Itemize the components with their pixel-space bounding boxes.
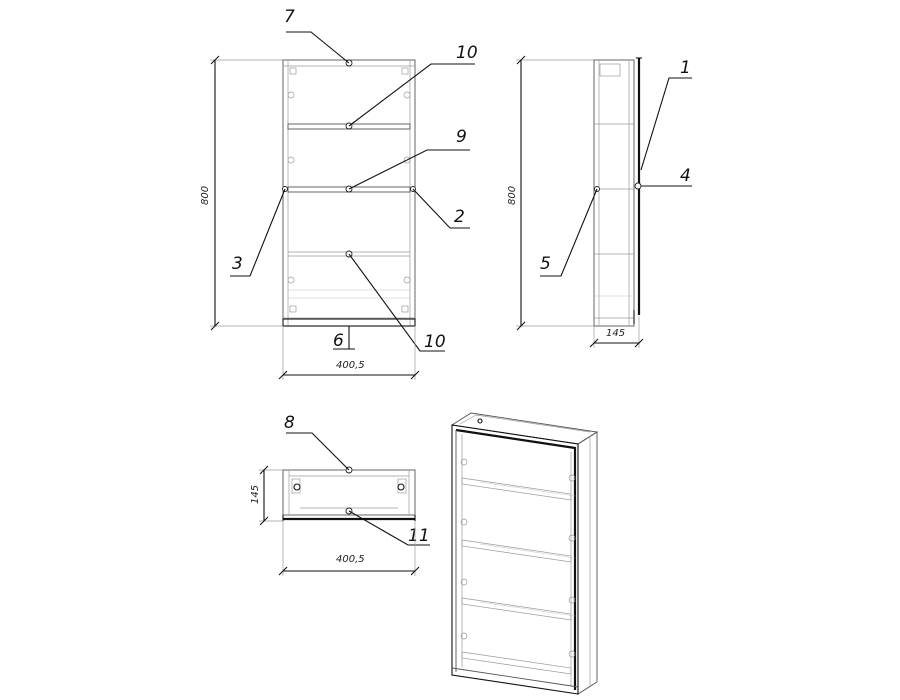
isometric-view xyxy=(450,412,599,695)
callout-7: 7 xyxy=(284,7,295,27)
front-cabinet-outline xyxy=(282,59,416,327)
side-view: 1 4 5 800 145 xyxy=(507,55,692,348)
callout-10-upper: 10 xyxy=(456,43,478,63)
callout-1: 1 xyxy=(680,58,691,78)
plan-depth-value: 145 xyxy=(250,485,261,504)
front-view: 7 10 9 2 3 6 10 800 400,5 xyxy=(200,7,478,380)
callout-10-lower: 10 xyxy=(424,332,446,352)
front-width-value: 400,5 xyxy=(336,360,365,371)
callout-8: 8 xyxy=(284,413,295,433)
callout-4: 4 xyxy=(680,166,691,186)
callout-11: 11 xyxy=(408,526,430,546)
iso-side-face xyxy=(577,431,598,695)
plan-view: 8 11 145 400,5 xyxy=(250,413,430,576)
side-cabinet-outline xyxy=(593,59,635,327)
callout-2: 2 xyxy=(454,207,465,227)
front-height-value: 800 xyxy=(200,186,211,205)
callout-9: 9 xyxy=(456,127,467,147)
side-depth-value: 145 xyxy=(606,328,625,339)
side-height-value: 800 xyxy=(507,186,518,205)
iso-front-face xyxy=(451,424,579,695)
callout-3: 3 xyxy=(232,254,243,274)
front-bottom-panel xyxy=(282,318,416,327)
callout-6: 6 xyxy=(333,331,344,351)
callout-5: 5 xyxy=(540,254,551,274)
plan-width-value: 400,5 xyxy=(336,554,365,565)
